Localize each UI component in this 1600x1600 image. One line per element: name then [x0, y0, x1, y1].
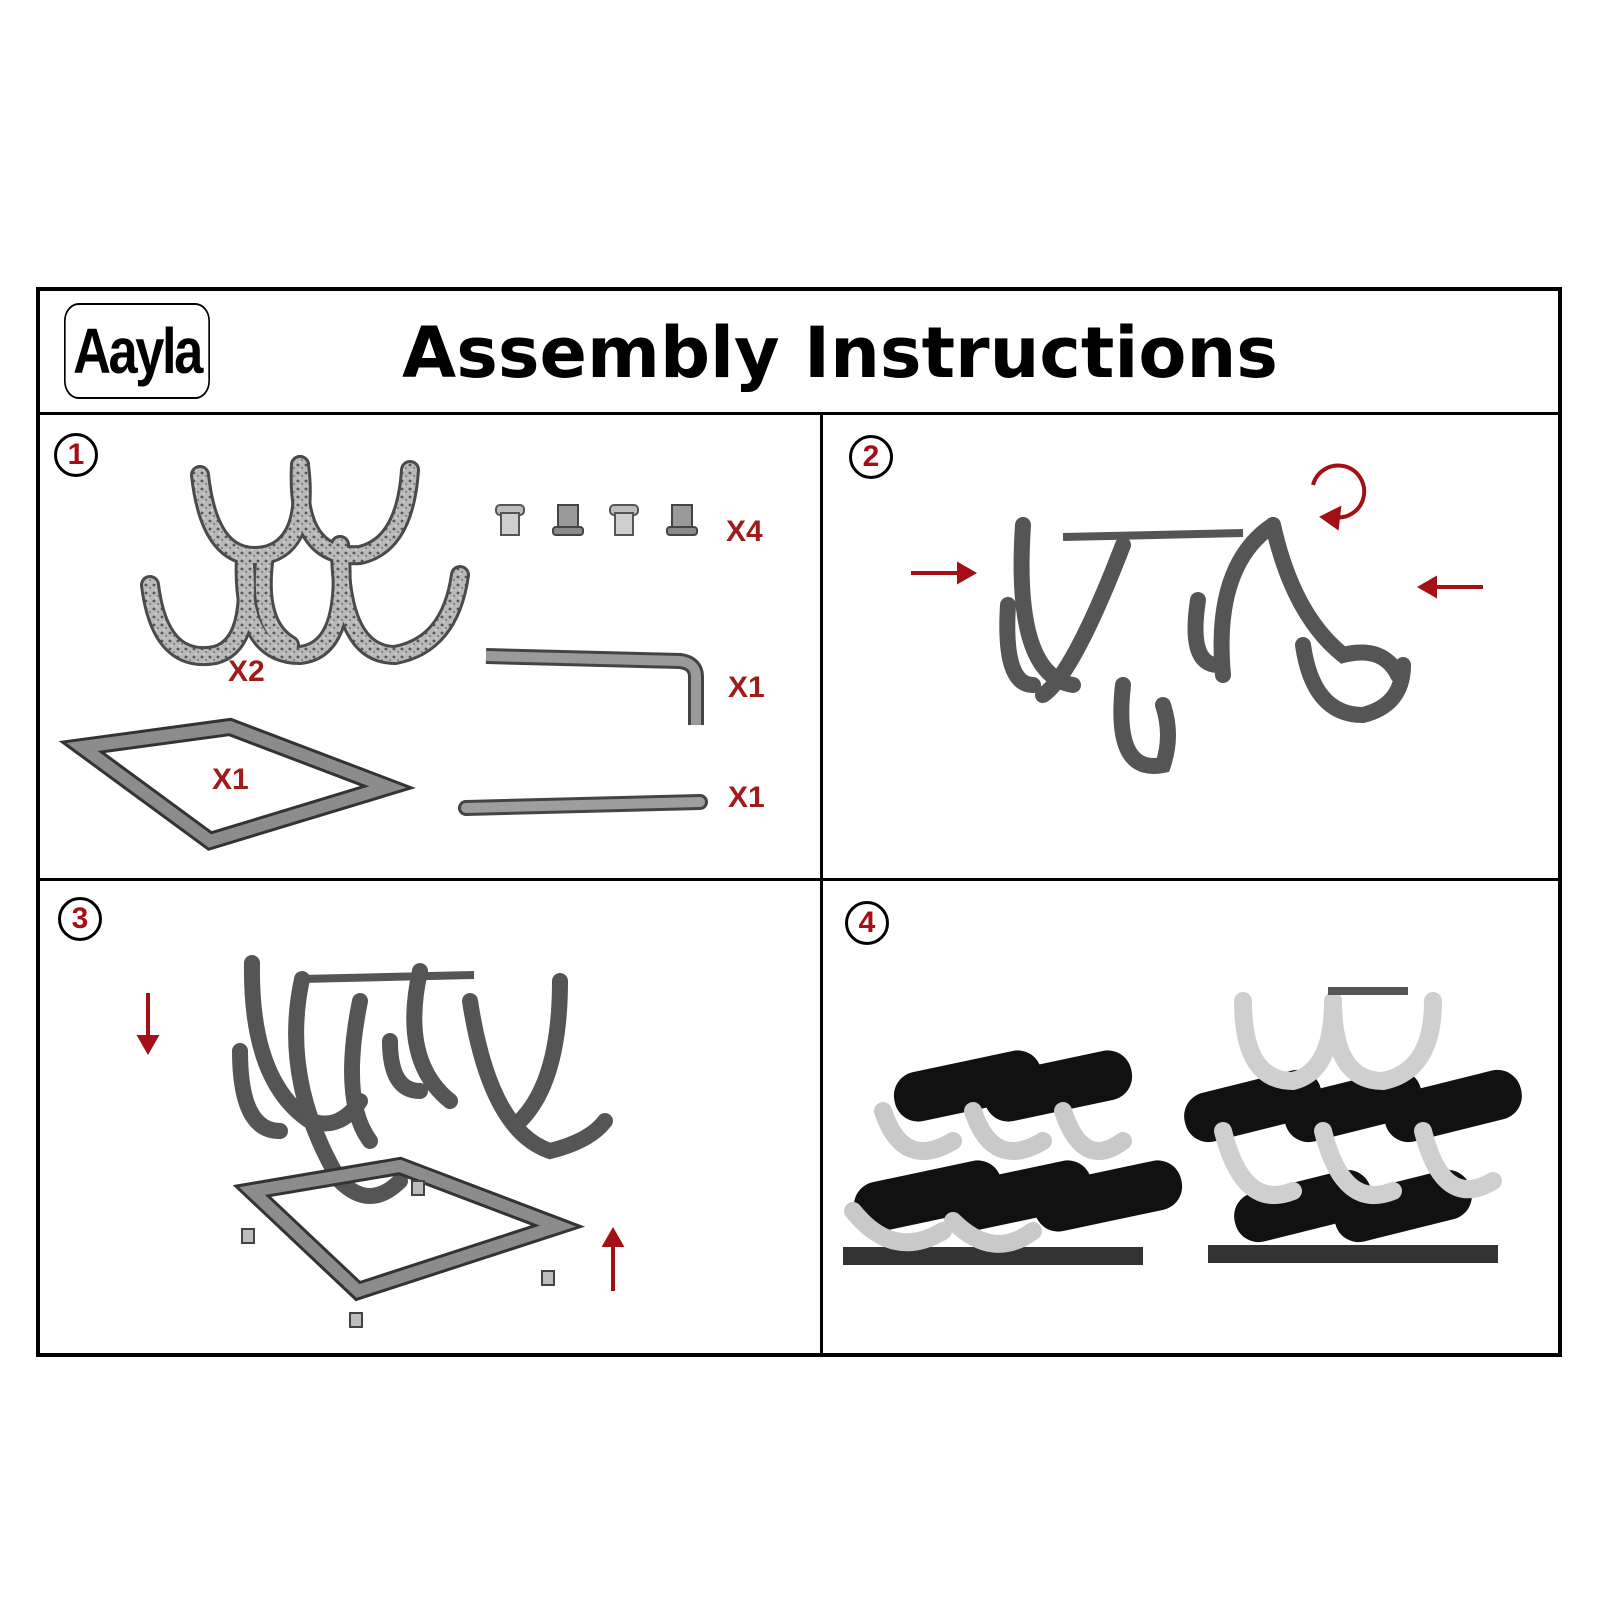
down-arrow-icon: [136, 993, 160, 1056]
step-3-badge: 3: [58, 897, 102, 941]
step-4-badge: 4: [845, 901, 889, 945]
fastener-set: [241, 1180, 555, 1328]
brand-logo: Aayla: [64, 303, 210, 399]
right-arrow-icon: [911, 561, 978, 585]
finished-rack-photo: [843, 987, 1522, 1265]
rotate-arrow-icon: [1311, 463, 1367, 531]
parts-illustration: [58, 455, 708, 851]
rack-with-bottles-right: [1184, 987, 1522, 1263]
fastener-quantity: X4: [726, 515, 763, 548]
assembly-sheet: Aayla Assembly Instructions 1: [36, 287, 1562, 1357]
step-1-badge: 1: [54, 433, 98, 477]
step-2-badge: 2: [849, 435, 893, 479]
hex-key-quantity: X1: [728, 671, 765, 704]
page-title: Assembly Instructions: [402, 312, 1278, 394]
rack-panel-quantity: X2: [228, 655, 265, 688]
assembled-panels: [232, 955, 613, 1204]
step-3-panel: 3: [40, 881, 823, 1353]
base-frame: [232, 1156, 586, 1302]
fastener-part: [495, 504, 698, 536]
rod-quantity: X1: [728, 781, 765, 814]
base-frame-quantity: X1: [212, 763, 249, 796]
base-frame-part: [58, 717, 416, 851]
header: Aayla Assembly Instructions: [40, 291, 1558, 415]
step-2-panel: 2: [823, 415, 1558, 881]
rack-with-bottles-left: [843, 1050, 1183, 1265]
step-3-illustration: [136, 955, 625, 1328]
step-4-panel: 4: [823, 881, 1558, 1353]
rack-panel-left: [999, 517, 1176, 774]
rack-panel-right: [1187, 517, 1411, 724]
up-arrow-icon: [601, 1226, 625, 1291]
left-arrow-icon: [1416, 575, 1483, 599]
hex-key-part: [485, 648, 704, 725]
step-1-panel: 1: [40, 415, 823, 881]
rod-part: [458, 794, 708, 816]
step-2-illustration: [911, 463, 1483, 774]
